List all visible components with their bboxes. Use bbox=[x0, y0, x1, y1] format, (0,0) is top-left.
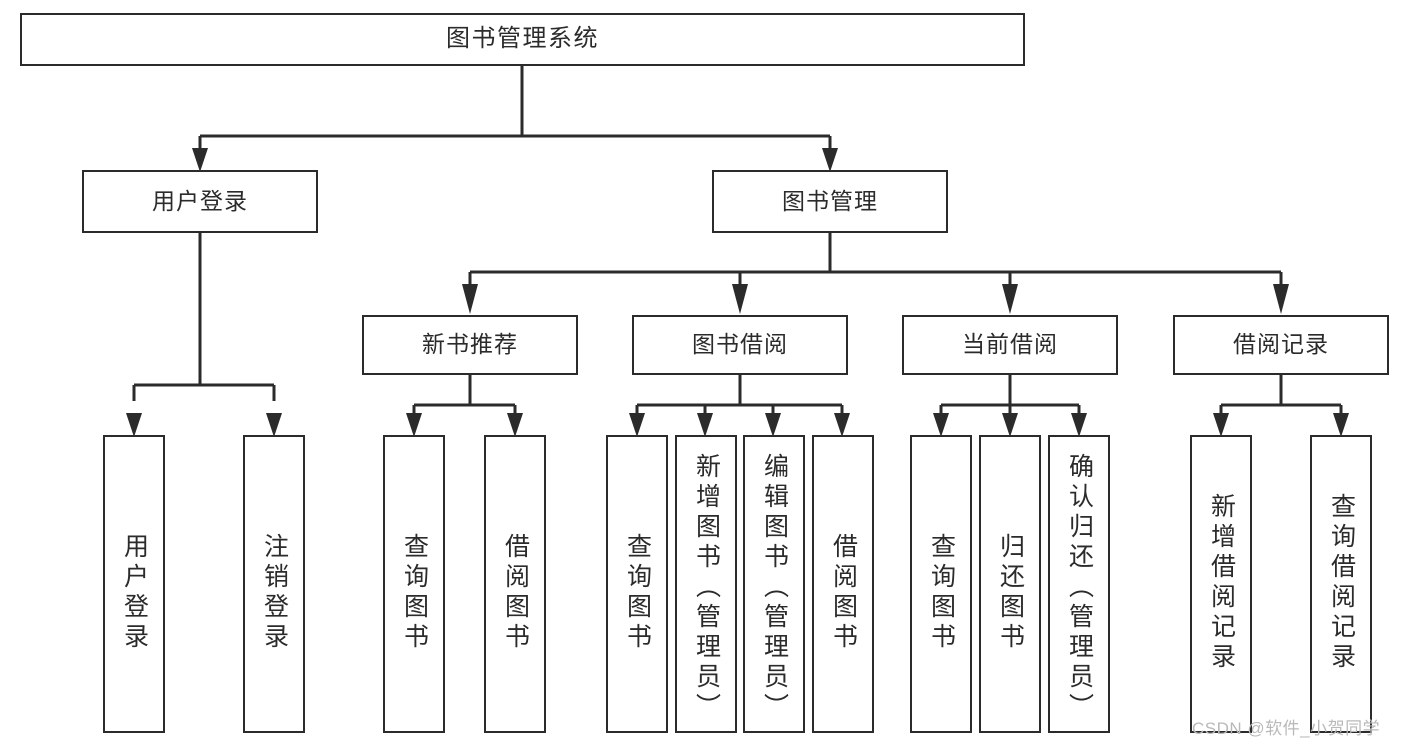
leaf-book-borrow-edit[interactable]: 编辑图书（管理员） bbox=[743, 435, 805, 733]
leaf-borrow-record-query[interactable]: 查询借阅记录 bbox=[1310, 435, 1372, 733]
leaf-book-borrow-query[interactable]: 查询图书 bbox=[606, 435, 668, 733]
leaf-user-login-logout[interactable]: 注销登录 bbox=[243, 435, 305, 733]
node-label: 用户登录 bbox=[152, 187, 248, 214]
node-label: 用户登录 bbox=[120, 533, 149, 653]
node-label: 借阅记录 bbox=[1233, 331, 1329, 358]
leaf-book-borrow-add[interactable]: 新增图书（管理员） bbox=[675, 435, 737, 733]
node-label: 图书借阅 bbox=[692, 331, 788, 358]
leaf-current-borrow-return[interactable]: 归还图书 bbox=[979, 435, 1041, 733]
leaf-new-book-query[interactable]: 查询图书 bbox=[383, 435, 445, 733]
node-borrow-record[interactable]: 借阅记录 bbox=[1173, 315, 1389, 375]
node-book-borrow[interactable]: 图书借阅 bbox=[632, 315, 848, 375]
node-label: 查询图书 bbox=[400, 533, 429, 653]
node-root-system[interactable]: 图书管理系统 bbox=[20, 13, 1025, 66]
leaf-user-login-login[interactable]: 用户登录 bbox=[103, 435, 165, 733]
leaf-book-borrow-borrow[interactable]: 借阅图书 bbox=[812, 435, 874, 733]
node-label: 编辑图书（管理员） bbox=[760, 453, 789, 723]
node-label: 确认归还（管理员） bbox=[1065, 453, 1094, 723]
node-label: 新书推荐 bbox=[422, 331, 518, 358]
node-label: 归还图书 bbox=[996, 533, 1025, 653]
node-label: 借阅图书 bbox=[829, 533, 858, 653]
leaf-current-borrow-confirm-return[interactable]: 确认归还（管理员） bbox=[1048, 435, 1110, 733]
node-label: 新增图书（管理员） bbox=[692, 453, 721, 723]
node-book-manage[interactable]: 图书管理 bbox=[712, 170, 948, 233]
node-label: 借阅图书 bbox=[501, 533, 530, 653]
node-label: 新增借阅记录 bbox=[1207, 493, 1236, 673]
node-label: 查询借阅记录 bbox=[1327, 493, 1356, 673]
leaf-new-book-borrow[interactable]: 借阅图书 bbox=[484, 435, 546, 733]
node-user-login[interactable]: 用户登录 bbox=[82, 170, 318, 233]
node-label: 注销登录 bbox=[260, 533, 289, 653]
leaf-borrow-record-add[interactable]: 新增借阅记录 bbox=[1190, 435, 1252, 733]
node-current-borrow[interactable]: 当前借阅 bbox=[902, 315, 1118, 375]
node-new-book-recommend[interactable]: 新书推荐 bbox=[362, 315, 578, 375]
node-label: 图书管理系统 bbox=[446, 25, 599, 53]
leaf-current-borrow-query[interactable]: 查询图书 bbox=[910, 435, 972, 733]
node-label: 查询图书 bbox=[927, 533, 956, 653]
node-label: 当前借阅 bbox=[962, 331, 1058, 358]
node-label: 查询图书 bbox=[623, 533, 652, 653]
node-label: 图书管理 bbox=[782, 187, 878, 214]
